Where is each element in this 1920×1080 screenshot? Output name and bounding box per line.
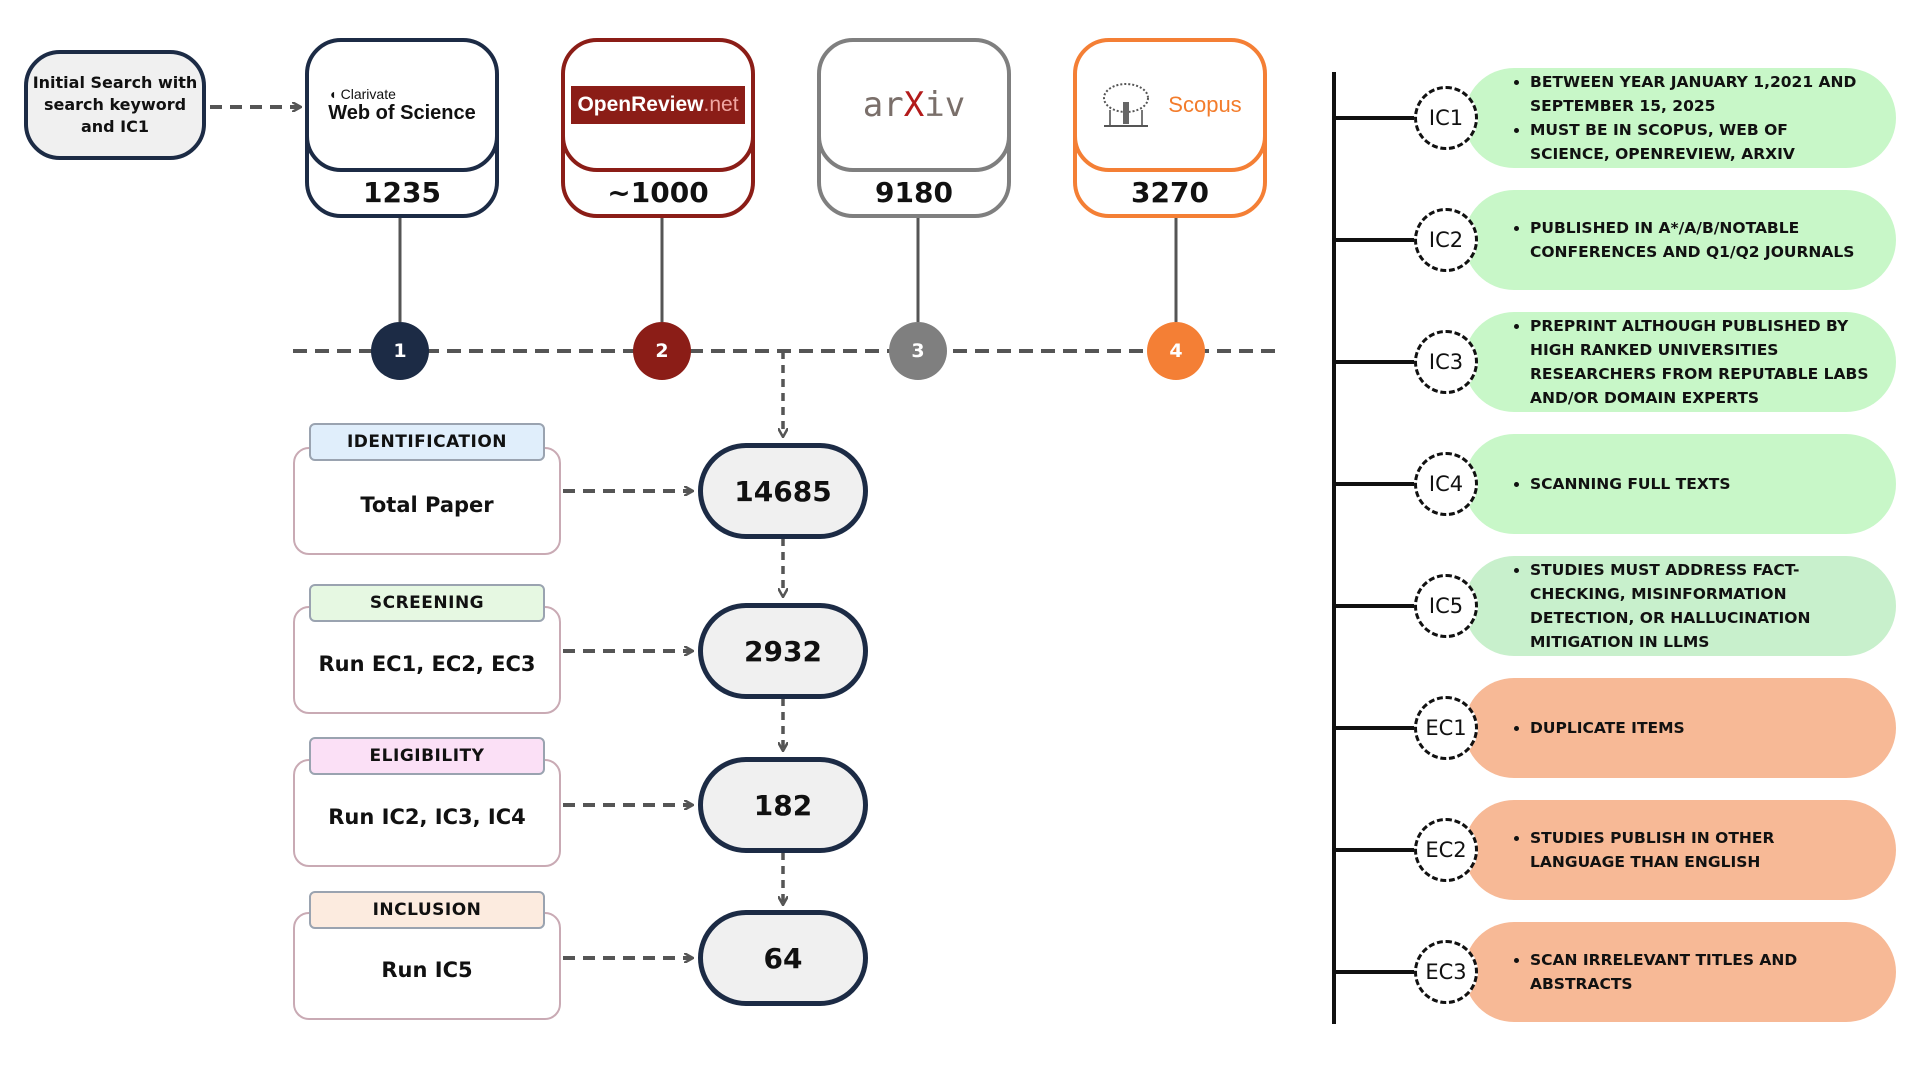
- count-eligibility: 182: [698, 757, 868, 853]
- scopus-logo: Scopus: [1098, 80, 1242, 130]
- source-count: ~1000: [607, 176, 709, 209]
- criteria-ec3: SCAN IRRELEVANT TITLES AND ABSTRACTS: [1464, 922, 1896, 1022]
- criteria-badge-ec2: EC2: [1414, 818, 1478, 882]
- source-count: 9180: [875, 176, 953, 209]
- criteria-badge-ic3: IC3: [1414, 330, 1478, 394]
- count-inclusion: 64: [698, 910, 868, 1006]
- stage-identification-box: Total Paper: [293, 447, 561, 555]
- stage-inclusion-box: Run IC5: [293, 912, 561, 1020]
- criteria-ic5: STUDIES MUST ADDRESS FACT-CHECKING, MISI…: [1464, 556, 1896, 656]
- criteria-badge-ic2: IC2: [1414, 208, 1478, 272]
- source-node-3: 3: [889, 322, 947, 380]
- count-screening: 2932: [698, 603, 868, 699]
- stage-eligibility-box: Run IC2, IC3, IC4: [293, 759, 561, 867]
- elsevier-tree-icon: [1103, 83, 1150, 127]
- initial-search-box: Initial Search with search keyword and I…: [24, 50, 206, 160]
- stage-tag-eligibility: ELIGIBILITY: [309, 737, 545, 775]
- source-node-2: 2: [633, 322, 691, 380]
- criteria-badge-ec1: EC1: [1414, 696, 1478, 760]
- criteria-badge-ec3: EC3: [1414, 940, 1478, 1004]
- source-count: 3270: [1131, 176, 1209, 209]
- stage-screening-box: Run EC1, EC2, EC3: [293, 606, 561, 714]
- openreview-logo: OpenReview.net: [571, 86, 745, 124]
- criteria-ic2: PUBLISHED IN A*/A/B/NOTABLE CONFERENCES …: [1464, 190, 1896, 290]
- stage-tag-inclusion: INCLUSION: [309, 891, 545, 929]
- criteria-ec2: STUDIES PUBLISH IN OTHER LANGUAGE THAN E…: [1464, 800, 1896, 900]
- arxiv-logo: arXiv: [862, 85, 966, 125]
- criteria-badge-ic5: IC5: [1414, 574, 1478, 638]
- initial-search-label: Initial Search with search keyword and I…: [32, 73, 198, 136]
- source-node-4: 4: [1147, 322, 1205, 380]
- criteria-ic3: PREPRINT ALTHOUGH PUBLISHED BY HIGH RANK…: [1464, 312, 1896, 412]
- web-of-science-logo: ◖ Clarivate Web of Science: [328, 86, 476, 124]
- criteria-ic1: BETWEEN YEAR JANUARY 1,2021 AND SEPTEMBE…: [1464, 68, 1896, 168]
- stage-tag-identification: IDENTIFICATION: [309, 423, 545, 461]
- stage-tag-screening: SCREENING: [309, 584, 545, 622]
- criteria-ec1: DUPLICATE ITEMS: [1464, 678, 1896, 778]
- count-identification: 14685: [698, 443, 868, 539]
- source-node-1: 1: [371, 322, 429, 380]
- criteria-ic4: SCANNING FULL TEXTS: [1464, 434, 1896, 534]
- criteria-badge-ic1: IC1: [1414, 86, 1478, 150]
- criteria-badge-ic4: IC4: [1414, 452, 1478, 516]
- source-count: 1235: [363, 176, 441, 209]
